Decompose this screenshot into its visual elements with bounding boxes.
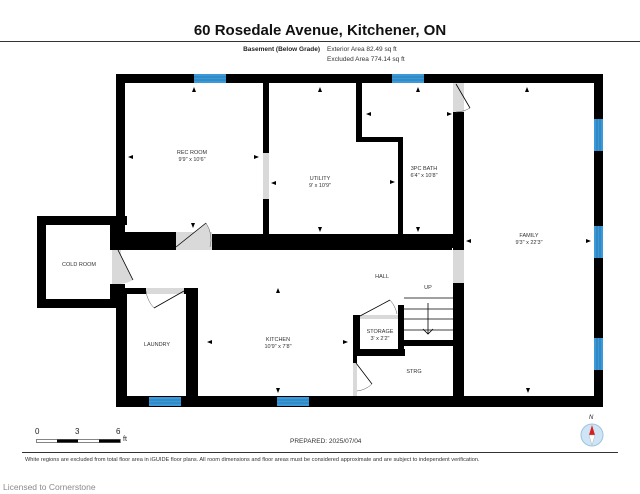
scale-tick-0: 0 <box>35 427 40 436</box>
window <box>276 396 310 407</box>
window <box>148 396 182 407</box>
compass-icon <box>580 423 604 447</box>
scale-tick-6: 6 <box>116 427 121 436</box>
plan-title: 60 Rosedale Avenue, Kitchener, ON <box>193 22 447 39</box>
stairs-up-label: UP <box>424 285 432 291</box>
compass-north-label: N <box>589 415 594 421</box>
room-strg: STRG <box>406 369 422 375</box>
door-swings <box>112 83 471 396</box>
excluded-area: Excluded Area 774.14 sq ft <box>327 56 405 63</box>
room-laundry: LAUNDRY <box>143 342 171 348</box>
room-cold-room: COLD ROOM <box>62 262 96 268</box>
walls <box>37 74 603 407</box>
stairs <box>404 297 453 335</box>
window <box>391 73 425 84</box>
exterior-area: Exterior Area 82.49 sq ft <box>327 46 397 53</box>
scale-unit: ft <box>123 436 127 443</box>
window <box>593 225 604 259</box>
level-label: Basement (Below Grade) <box>243 46 320 53</box>
scale-tick-3: 3 <box>75 427 80 436</box>
title-divider <box>0 41 640 42</box>
scale-bar-graphic <box>36 439 121 443</box>
prepared-date: PREPARED: 2025/07/04 <box>290 438 362 445</box>
license-watermark: Licensed to Cornerstone <box>3 482 96 492</box>
disclaimer-text: White regions are excluded from total fl… <box>25 457 480 463</box>
window <box>193 73 227 84</box>
window <box>593 337 604 371</box>
footer-divider <box>22 452 618 453</box>
room-hall: HALL <box>375 274 389 280</box>
window <box>593 118 604 152</box>
dimension-markers <box>128 87 591 393</box>
